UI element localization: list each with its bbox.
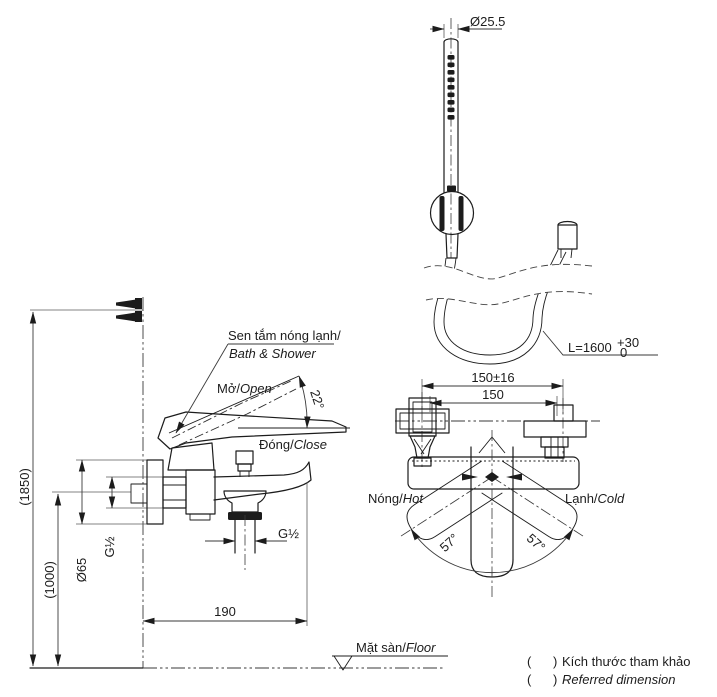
- floor-label-en: Floor: [406, 640, 436, 655]
- hot-label-en: Hot: [403, 491, 425, 506]
- note2-paren-close: ): [553, 672, 557, 687]
- center-distance-tol-label: 150±16: [471, 370, 514, 385]
- hot-union: [395, 392, 450, 470]
- floor-label-vi: Mặt sàn/: [356, 640, 406, 655]
- top-view-figure: 150±16 150: [368, 370, 625, 600]
- hose-fitting: [557, 220, 578, 259]
- shower-hose: [423, 249, 593, 365]
- mounting-height-label: (1000): [42, 561, 57, 599]
- shower-outlet: [223, 490, 267, 570]
- escutcheon-diameter-label: Ø65: [74, 558, 89, 583]
- note-line2: Referred dimension: [562, 672, 675, 687]
- diverter-knob: [235, 450, 254, 477]
- note1-paren-close: ): [553, 654, 557, 669]
- notes: ( ) Kích thước tham khảo ( ) Referred di…: [527, 654, 691, 687]
- handle-bonnet: [167, 442, 215, 471]
- close-label-vi: Đóng/: [259, 437, 294, 452]
- lever-handle: [157, 411, 347, 450]
- open-label-vi: Mở/: [217, 381, 240, 396]
- spout-swivel: [400, 430, 584, 600]
- floor-line: Mặt sàn/Floor: [29, 640, 448, 671]
- cold-label-vi: Lạnh/: [565, 491, 598, 506]
- open-label-en: Open: [240, 381, 272, 396]
- svg-text:Đóng/Close: Đóng/Close: [259, 437, 327, 452]
- close-label-en: Close: [294, 437, 327, 452]
- callout-line1: Sen tắm nóng lạnh/: [228, 328, 341, 343]
- spray-buttons: [447, 55, 455, 120]
- svg-text:Nóng/Hot: Nóng/Hot: [368, 491, 424, 506]
- center-distance-label: 150: [482, 387, 504, 402]
- inlet-nut: [162, 476, 187, 509]
- mixer-body-top: [407, 456, 580, 490]
- valve-body: [185, 469, 216, 515]
- wall-screws: [116, 298, 142, 322]
- hand-shower-figure: Ø25.5: [423, 14, 658, 365]
- outlet-thread-label: G½: [278, 526, 299, 541]
- cold-label-en: Cold: [598, 491, 626, 506]
- callout-line2: Bath & Shower: [229, 346, 316, 361]
- hose-length-label: L=1600: [568, 340, 612, 355]
- overall-height-label: (1850): [17, 468, 32, 506]
- cold-union: [523, 398, 587, 462]
- escutcheon-plate: [146, 459, 164, 525]
- handle-angle-label: 22°: [307, 388, 327, 411]
- svg-text:Lạnh/Cold: Lạnh/Cold: [565, 491, 625, 506]
- hose-tolerance-lower: 0: [620, 345, 627, 360]
- note-line1: Kích thước tham khảo: [562, 654, 691, 669]
- front-view-figure: (1850) (1000) Ø65 G½: [17, 297, 350, 668]
- head-diameter-label: Ø25.5: [470, 14, 505, 29]
- svg-text:Mặt sàn/Floor: Mặt sàn/Floor: [356, 640, 436, 655]
- spout-reach-label: 190: [214, 604, 236, 619]
- svg-text:Mở/Open: Mở/Open: [217, 381, 272, 396]
- floor-mark-triangle: [333, 655, 353, 671]
- hose-tolerance-upper: +30: [617, 335, 639, 350]
- swivel-angle-left-label: 57°: [437, 531, 462, 555]
- spout: [213, 461, 312, 501]
- hose-length-leader: [542, 330, 658, 356]
- note2-paren-open: (: [527, 672, 532, 687]
- inlet-thread-label: G½: [102, 536, 117, 557]
- note1-paren-open: (: [527, 654, 532, 669]
- hot-label-vi: Nóng/: [368, 491, 403, 506]
- shower-holder: [429, 190, 475, 236]
